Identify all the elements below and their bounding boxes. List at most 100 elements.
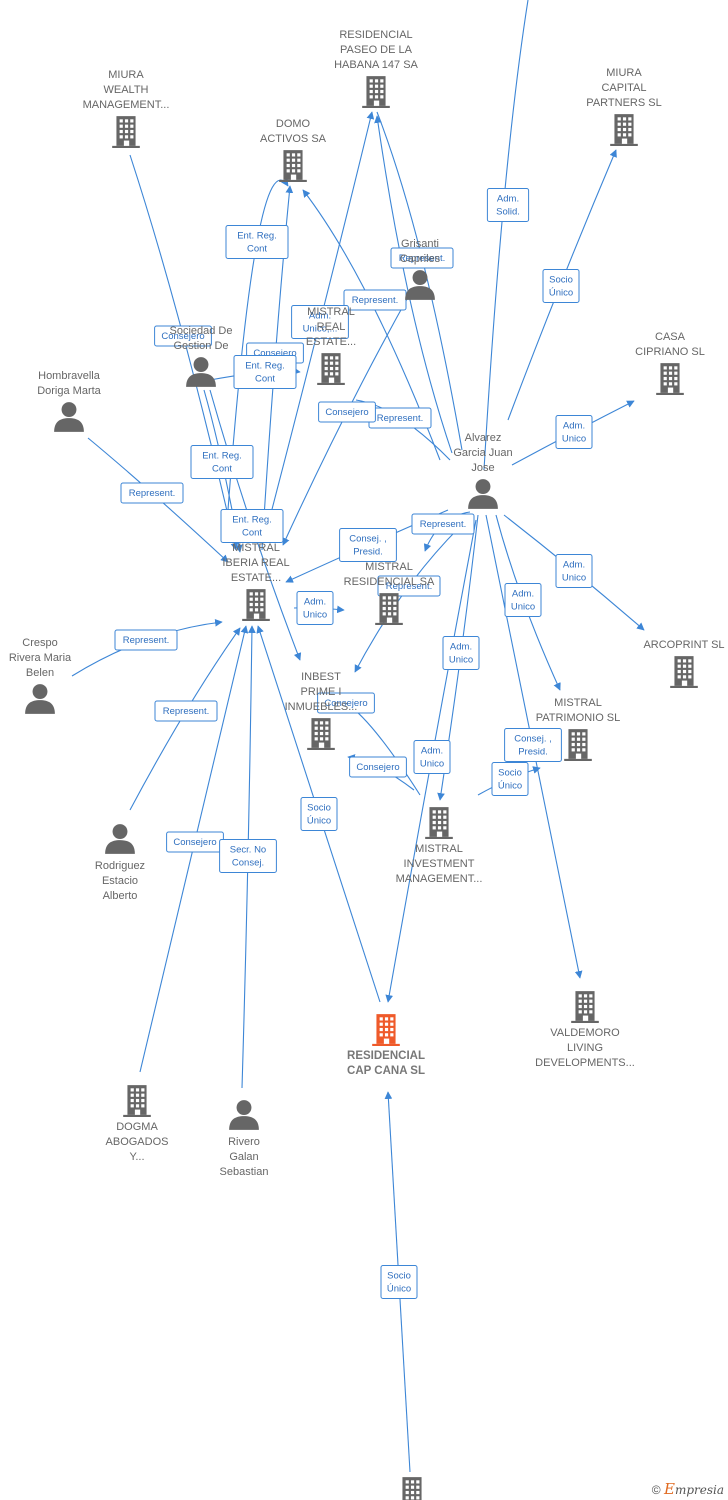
relation-label-box [317,692,375,714]
relation-label: Ent. Reg.Cont [190,445,254,479]
node-valdemoro[interactable]: VALDEMOROLIVINGDEVELOPMENTS... [535,991,635,1069]
building-icon [317,353,345,385]
node-label: DEVELOPMENTS... [535,1057,635,1069]
node-label: ACTIVOS SA [260,133,327,145]
relation-label-text: Adm. [563,560,585,571]
relation-label-text: Adm. [450,642,472,653]
node-dogma[interactable]: DOGMAABOGADOSY... [106,1085,169,1163]
relation-label-text: Ent. Reg. [237,231,277,242]
relation-label-text: Cont [255,374,275,385]
relation-label-box [343,289,407,311]
person-icon [405,270,435,300]
relation-label: Adm. Unico [442,636,480,670]
relation-label: Represent. [390,247,454,269]
node-label: Alberto [103,890,138,902]
node-label: Rivera Maria [9,652,72,664]
node-miura-wealth[interactable]: MIURA WEALTH MANAGEMENT... [83,69,170,148]
relation-label-text: Cont [242,528,262,539]
node-label: Galan [229,1151,258,1163]
edge-line [483,0,529,471]
relation-label-box [233,355,297,389]
node-bottom-company[interactable] [398,1477,426,1500]
relation-label-box [120,482,184,504]
person-icon [25,684,55,714]
relation-label: Represent. [377,575,441,597]
node-label: Sociedad De [170,325,233,337]
relation-label: Consejero [154,325,212,347]
person-icon [54,402,84,432]
relation-label-text: Ent. Reg. [245,361,285,372]
node-label: RESIDENCIAL [347,1050,425,1062]
relation-label-box [555,554,593,588]
node-label: INBEST [301,671,341,683]
relation-label-text: Consejero [356,762,399,773]
relation-label: Adm.Unico [504,583,542,617]
copyright-symbol: © [651,1483,661,1497]
node-label: ARCOPRINT SL [643,639,724,651]
relation-label-box [542,269,580,303]
relation-label-box [377,575,441,597]
building-icon [372,1014,400,1046]
person-icon [105,824,135,854]
relation-label-box [442,636,480,670]
relation-label: Represent. [343,289,407,311]
node-arcoprint[interactable]: ARCOPRINT SL [643,639,725,688]
building-icon [307,718,335,750]
relation-label-text: Único [307,816,331,827]
relation-label: Ent. Reg.Cont [220,509,284,543]
relation-label-text: Unico [562,573,586,584]
relation-label-box [349,756,407,778]
node-mistral-investment[interactable]: MISTRALINVESTMENTMANAGEMENT... [396,807,483,885]
node-mistral-real-top[interactable]: MISTRALREALESTATE... [306,306,356,385]
node-label: Jose [471,462,494,474]
building-icon [571,991,599,1023]
relation-label: Represent. [120,482,184,504]
relation-label: Represent. [368,407,432,429]
node-label: LIVING [567,1042,603,1054]
relation-label-text: Socio [387,1271,411,1282]
nodes-layer: MIURA WEALTH MANAGEMENT... RESIDENCIAL PASEO… [9,29,725,1500]
node-label: Rivero [228,1136,260,1148]
relation-label-text: Unico [449,655,473,666]
relation-label: Adm. Unico,... [291,305,349,339]
edge-line [345,702,421,796]
relation-label-text: Unico [303,610,327,621]
relation-label-box [318,401,376,423]
node-label: MANAGEMENT... [83,99,170,111]
relation-label-text: Represent. [352,295,398,306]
node-label: MIURA [108,69,144,81]
relation-label-text: Solid. [496,207,520,218]
node-label: MANAGEMENT... [396,873,483,885]
relation-label-box [411,513,475,535]
node-label: INVESTMENT [404,858,475,870]
relation-label-text: Adm. [309,311,331,322]
relation-label: Consej. ,Presid. [339,528,397,562]
relation-label-text: Secr. No [230,845,266,856]
node-label: MISTRAL [365,561,413,573]
node-label: PASEO DE LA [340,44,413,56]
relation-label-text: Unico,... [303,324,338,335]
node-label: HABANA 147 SA [334,59,418,71]
node-label: WEALTH [103,84,148,96]
relation-label-box [555,415,593,449]
building-icon [375,593,403,625]
relation-label-text: Represent. [386,581,432,592]
relation-label: Consejero [166,831,224,853]
edge-line [374,115,453,454]
